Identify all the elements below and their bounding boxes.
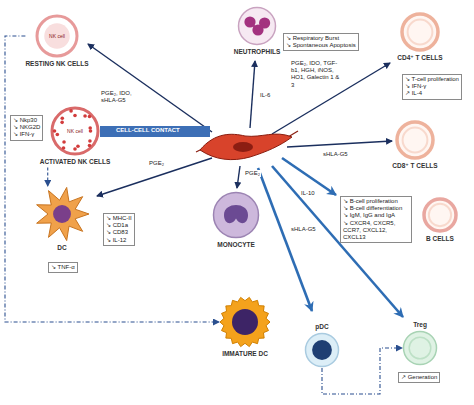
cell-drawing (212, 191, 260, 239)
cell-drawing (304, 332, 340, 368)
effect-box: ↘ B-cell proliferation↘ B-cell different… (340, 196, 412, 243)
mediator-label: IL-10 (300, 190, 316, 197)
cell-drawing (400, 12, 440, 52)
cell-node: IMMATURE DC (219, 296, 271, 359)
label-text: ↘ MHC-II (106, 215, 132, 222)
label-text: ↘ NKG2D (13, 124, 40, 131)
effect-box: ↘ Respiratory Burst↘ Spontaneous Apoptos… (283, 33, 359, 51)
cell-figure (219, 296, 271, 348)
cell-label: ACTIVATED NK CELLS (40, 158, 111, 165)
label-text: ↘ TNF-α (51, 264, 75, 271)
cell-label: CD4⁺ T CELLS (397, 54, 442, 61)
cell-figure (304, 332, 340, 368)
cell-label: pDC (315, 323, 328, 330)
mediator-label: sHLA-G5 (290, 226, 317, 233)
arrow (287, 141, 392, 147)
mediator-label: PGE₂, IDO, TGF-b1, HGH, iNOS, HO1, Galec… (290, 60, 344, 89)
cell-drawing (34, 186, 90, 242)
arrow (250, 61, 255, 128)
cell-figure: NK cell (35, 14, 79, 58)
mediator-label: PGE₂ (148, 160, 165, 167)
band-label: CELL-CELL CONTACT (116, 127, 180, 134)
cell-node: CD8⁺ T CELLS (392, 120, 437, 171)
cell-figure (212, 191, 260, 239)
cell-name: NK cell (50, 129, 100, 134)
label-text: ↘ IgM, IgG and IgA (343, 212, 409, 219)
label-text: ↘ CD1a (106, 222, 132, 229)
cell-drawing (237, 6, 277, 46)
cell-label: RESTING NK CELLS (25, 60, 88, 67)
dashed-arrow (47, 167, 48, 186)
label-text: ↘ CXCR4, CXCR5, CCR7, CXCL12, CXCL13 (343, 220, 409, 242)
cell-node: DC (34, 186, 90, 253)
effect-box: ↘ T-cell proliferation↘ IFN-γ↗ IL-4 (402, 74, 462, 100)
effect-box: ↘ Nkp30↘ NKG2D↘ IFN-γ (10, 115, 43, 141)
cell-node: NK cellRESTING NK CELLS (25, 14, 88, 69)
cell-label: IMMATURE DC (222, 350, 268, 357)
cell-figure (422, 197, 458, 233)
cell-figure: NK cell (50, 106, 100, 156)
label-text: IL-10 (301, 190, 315, 197)
cell-node: Treg (402, 319, 438, 366)
cell-label: B CELLS (426, 235, 454, 242)
label-text: ↗ Generation (401, 374, 437, 381)
dashed-arrow (5, 36, 219, 322)
cell-node: pDC (304, 321, 340, 368)
cell-name: NK cell (35, 34, 79, 39)
label-text: CELL-CELL CONTACT (116, 127, 180, 134)
label-text: ↘ T-cell proliferation (405, 76, 459, 83)
label-text: PGE₂, IDO, TGF-b1, HGH, iNOS, HO1, Galec… (291, 60, 343, 89)
arrow (97, 158, 212, 196)
label-text: ↘ CD83 (106, 229, 132, 236)
msc-cell (196, 131, 298, 160)
cell-figure (400, 12, 440, 52)
effect-box: ↘ MHC-II↘ CD1a↘ CD83↘ IL-12 (103, 213, 135, 246)
label-text: sHLA-G5 (291, 226, 316, 233)
label-text: ↘ IFN-γ (405, 83, 459, 90)
cell-node: NEUTROPHILS (234, 6, 281, 57)
label-text: ↘ B-cell differentiation (343, 205, 409, 212)
cell-figure (237, 6, 277, 46)
effect-box: ↘ TNF-α (48, 262, 78, 273)
contact-band (100, 126, 210, 137)
label-text: ↘ B-cell proliferation (343, 198, 409, 205)
label-text: ↘ IFN-γ (13, 131, 40, 138)
mediator-label: IL-6 (259, 92, 271, 99)
mediator-label: sHLA-G5 (322, 151, 349, 158)
label-text: ↗ IL-4 (405, 90, 459, 97)
cell-figure (402, 330, 438, 366)
label-text: ↘ Respiratory Burst (286, 35, 356, 42)
arrow (237, 166, 240, 188)
label-text: ↘ IL-12 (106, 237, 132, 244)
cell-node: B CELLS (422, 197, 458, 244)
mediator-label: PGE₂, IDO, sHLA-G5 (100, 90, 144, 104)
cell-node: NK cellACTIVATED NK CELLS (40, 106, 111, 167)
label-text: ↘ Nkp30 (13, 117, 40, 124)
cell-label: MONOCYTE (217, 241, 255, 248)
label-text: sHLA-G5 (323, 151, 348, 158)
label-text: PGE₂, IDO, sHLA-G5 (101, 90, 143, 104)
label-text: IL-6 (260, 92, 270, 99)
mediator-label: PGE₂ (244, 170, 261, 177)
label-text: PGE₂ (149, 160, 164, 167)
cell-drawing (395, 120, 435, 160)
cell-node: MONOCYTE (212, 191, 260, 250)
cell-figure (395, 120, 435, 160)
cell-label: DC (57, 244, 66, 251)
label-text: ↘ Spontaneous Apoptosis (286, 42, 356, 49)
cell-label: Treg (413, 321, 427, 328)
cell-figure (34, 186, 90, 242)
msc-arrows (88, 44, 403, 317)
cell-label: CD8⁺ T CELLS (392, 162, 437, 169)
label-text: PGE₂ (245, 170, 260, 177)
effect-box: ↗ Generation (398, 372, 440, 383)
cell-drawing (219, 296, 271, 348)
cell-label: NEUTROPHILS (234, 48, 281, 55)
cell-drawing (422, 197, 458, 233)
cell-node: CD4⁺ T CELLS (397, 12, 442, 63)
arrow (88, 44, 212, 132)
cell-drawing (402, 330, 438, 366)
